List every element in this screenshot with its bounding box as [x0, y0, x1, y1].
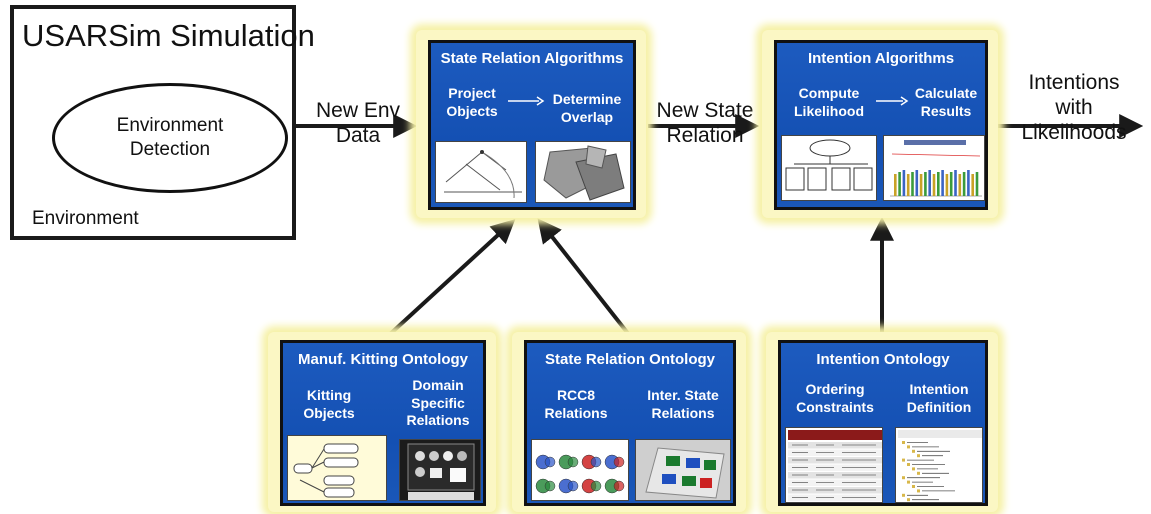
calculate-results-label: Calculate Results	[907, 85, 985, 120]
inter-state-relations-line2: Relations	[651, 404, 715, 421]
compute-likelihood-line2: Likelihood	[794, 102, 864, 119]
state-relation-ontology-title: State Relation Ontology	[544, 351, 715, 368]
kitting-ontology-box: Manuf. Kitting Ontology Kitting Objects …	[280, 340, 486, 506]
new-state-relation-line2: Relation	[666, 124, 744, 148]
results-chart-image	[883, 135, 985, 201]
intention-definition-line2: Definition	[906, 398, 972, 415]
environment-detection-label: Environment Detection	[52, 83, 288, 193]
new-state-relation-label: New State Relation	[650, 98, 760, 148]
rcc8-relations-line2: Relations	[544, 404, 608, 421]
project-objects-label: Project Objects	[437, 85, 507, 120]
kitting-ontology-title: Manuf. Kitting Ontology	[298, 351, 468, 368]
ordering-constraints-line2: Constraints	[796, 398, 874, 415]
new-env-data-line2: Data	[335, 124, 381, 148]
compute-likelihood-label: Compute Likelihood	[785, 85, 873, 120]
calculate-results-line2: Results	[920, 102, 972, 119]
rcc8-circles-image	[531, 439, 629, 501]
state-relation-ontology-box: State Relation Ontology RCC8 Relations I…	[524, 340, 736, 506]
intention-definition-line1: Intention	[909, 381, 969, 397]
ordering-constraints-line1: Ordering	[805, 381, 865, 397]
domain-specific-relations-line3: Relations	[406, 412, 470, 428]
ordering-constraints-label: Ordering Constraints	[785, 381, 885, 416]
state-relation-algorithms-box: State Relation Algorithms Project Object…	[428, 40, 636, 210]
project-objects-line1: Project	[448, 85, 496, 101]
intention-ontology-box: Intention Ontology Ordering Constraints …	[778, 340, 988, 506]
new-state-relation-line1: New State	[656, 99, 754, 122]
kitting-objects-label: Kitting Objects	[289, 387, 369, 422]
step-arrow-icon	[508, 96, 545, 106]
compute-likelihood-line1: Compute	[798, 85, 860, 101]
determine-overlap-line2: Overlap	[560, 108, 614, 125]
domain-specific-relations-line2: Specific	[411, 394, 465, 411]
kitting-objects-diagram-image	[287, 435, 387, 501]
simulation-title: USARSim Simulation	[22, 18, 315, 53]
intention-definition-label: Intention Definition	[895, 381, 983, 416]
step-arrow-icon	[876, 96, 909, 106]
projection-diagram-image	[435, 141, 527, 203]
new-env-data-label: New Env Data	[312, 98, 404, 148]
environment-detection-line1: Environment	[116, 115, 224, 137]
overlap-polygons-image	[535, 141, 631, 203]
intentions-output-line2: with	[1055, 96, 1093, 120]
kitting-objects-line1: Kitting	[306, 387, 352, 403]
inter-state-relations-label: Inter. State Relations	[633, 387, 733, 422]
intention-algorithms-title: Intention Algorithms	[807, 50, 955, 67]
project-objects-line2: Objects	[446, 102, 498, 119]
determine-overlap-line1: Determine	[552, 91, 622, 107]
rcc8-relations-line1: RCC8	[556, 387, 596, 403]
intention-algorithms-box: Intention Algorithms Compute Likelihood …	[774, 40, 988, 210]
kitting-objects-line2: Objects	[303, 404, 355, 421]
rcc8-relations-label: RCC8 Relations	[535, 387, 617, 422]
determine-overlap-label: Determine Overlap	[543, 91, 631, 126]
domain-specific-relations-line1: Domain	[412, 377, 464, 393]
calculate-results-line1: Calculate	[914, 85, 978, 101]
intentions-output-label: Intentions with Likelihoods	[1008, 70, 1140, 146]
state-relation-algorithms-title: State Relation Algorithms	[440, 50, 624, 67]
environment-detection-ellipse	[52, 83, 288, 193]
intentions-output-line3: Likelihoods	[1021, 121, 1127, 145]
intention-definition-tree-image	[895, 427, 983, 503]
arrow-kitting-to-state-algorithms	[386, 219, 516, 338]
ordering-constraints-table-image	[785, 427, 883, 503]
intention-ontology-title: Intention Ontology	[816, 351, 950, 368]
arrow-state-ontology-to-state-algorithms	[537, 218, 632, 338]
inter-state-tray-image	[635, 439, 731, 501]
likelihood-hierarchy-image	[781, 135, 877, 201]
environment-detection-line2: Detection	[129, 139, 211, 160]
intentions-output-line1: Intentions	[1028, 71, 1120, 94]
inter-state-relations-line1: Inter. State	[647, 387, 719, 403]
environment-label: Environment	[32, 208, 139, 229]
domain-specific-relations-label: Domain Specific Relations	[395, 377, 481, 430]
kit-tray-photo-image	[399, 439, 481, 501]
new-env-data-line1: New Env	[315, 99, 401, 122]
